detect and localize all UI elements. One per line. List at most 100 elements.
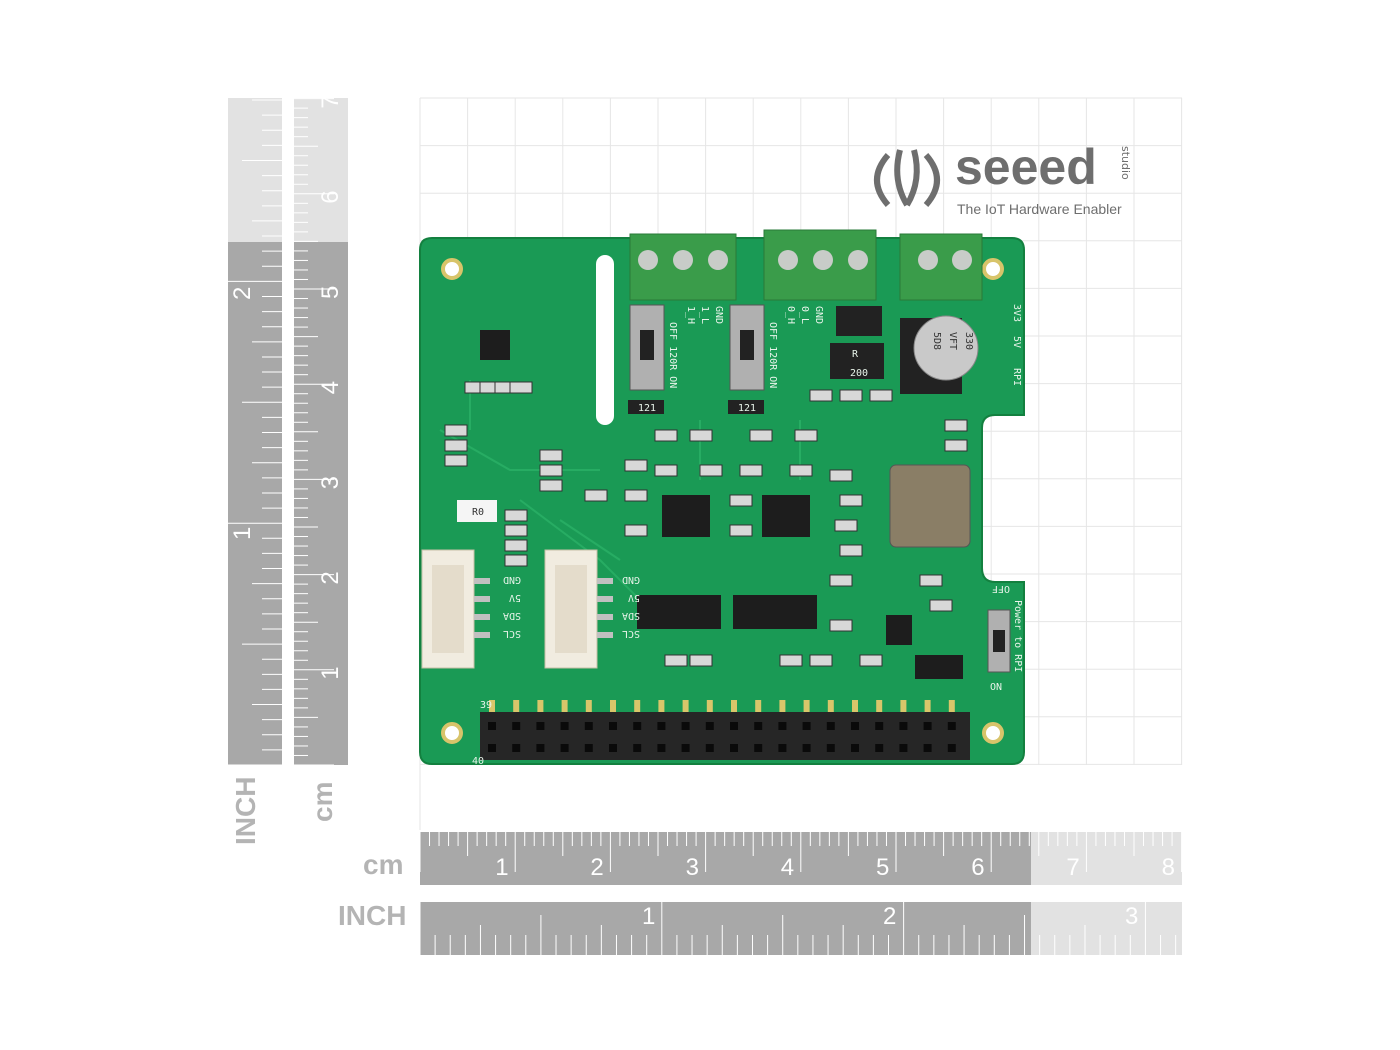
header-pin: [947, 744, 956, 752]
smd-component: [839, 544, 863, 557]
header-pin: [705, 744, 714, 752]
smd-component: [444, 454, 468, 467]
smd-component: [654, 464, 678, 477]
ruler-number: 2: [590, 854, 603, 881]
ruler-number: 2: [317, 571, 344, 584]
header-pin: [633, 722, 642, 730]
header-pin: [802, 744, 811, 752]
silkscreen-label: 5V: [628, 592, 640, 603]
ruler-number: 7: [1066, 854, 1079, 881]
smd-component: [444, 424, 468, 437]
silkscreen-label: SDA: [503, 610, 521, 621]
ruler-number: 1: [642, 903, 655, 930]
smd-component: [839, 389, 863, 402]
smd-component: [504, 524, 528, 537]
silkscreen-label: GND: [503, 574, 521, 585]
smd-component: [539, 449, 563, 462]
smd-component: [829, 574, 853, 587]
bottom-cm-unit-label: cm: [363, 849, 403, 880]
silkscreen-label: 3V3: [1011, 304, 1022, 322]
header-pin: [730, 744, 738, 752]
header-pin: [851, 722, 859, 730]
smd-component: [539, 464, 563, 477]
smd-component: [509, 381, 533, 394]
left-inch-unit-label: INCH: [230, 777, 261, 845]
ruler-number: 2: [229, 287, 256, 300]
power-label: Power to RPI: [1012, 600, 1023, 672]
smd-component: [444, 439, 468, 452]
silkscreen-label: 1_L: [699, 306, 710, 324]
silkscreen-label: 1_H: [685, 306, 696, 324]
ruler-number: 2: [883, 903, 896, 930]
smd-component: [624, 459, 648, 472]
silkscreen-label: GND: [713, 306, 724, 324]
ruler-number: 1: [229, 527, 256, 540]
header-pin: [899, 722, 908, 730]
ruler-number: 3: [1125, 903, 1138, 930]
resistor-code: 121: [738, 403, 756, 414]
header-pin: [609, 744, 617, 752]
left-cm-unit-label: cm: [307, 782, 338, 822]
header-pin: [512, 722, 521, 730]
header-pin: [730, 722, 738, 730]
header-pin: [584, 722, 593, 730]
ruler-number: 6: [317, 190, 344, 203]
header-pin: [512, 744, 521, 752]
r0-label: R0: [472, 507, 484, 518]
power-to-rpi-switch[interactable]: [987, 609, 1011, 673]
header-pin: [609, 722, 617, 730]
silkscreen-label: 0_H: [785, 306, 796, 324]
logo-sub: studio: [1119, 146, 1132, 180]
ruler-number: 3: [686, 854, 699, 881]
smd-component: [809, 389, 833, 402]
smd-component: [689, 654, 713, 667]
header-pin: [536, 722, 545, 730]
header-pin: [754, 744, 763, 752]
switch-label: OFF 120R ON: [667, 322, 678, 388]
smd-component: [869, 389, 893, 402]
resistor-value: 200: [850, 368, 868, 379]
header-pin: [560, 744, 569, 752]
grove-i2c-connector-2[interactable]: [544, 549, 598, 669]
ruler-number: 5: [317, 286, 344, 299]
grove-i2c-connector-1[interactable]: [421, 549, 475, 669]
smd-component: [919, 574, 943, 587]
header-pin: [560, 722, 569, 730]
ruler-number: 1: [495, 854, 508, 881]
smd-component: [829, 469, 853, 482]
logo-brand: seeed: [955, 139, 1097, 195]
header-pin: [584, 744, 593, 752]
silkscreen-label: SCL: [622, 628, 640, 639]
smd-component: [789, 464, 813, 477]
smd-component: [689, 429, 713, 442]
smd-component: [504, 509, 528, 522]
silkscreen-label: SCL: [503, 628, 521, 639]
smd-component: [504, 539, 528, 552]
smd-component: [839, 494, 863, 507]
power-on-label: ON: [990, 682, 1002, 693]
ruler-number: 3: [317, 476, 344, 489]
can1-termination-switch[interactable]: [629, 304, 665, 391]
can0-termination-switch[interactable]: [729, 304, 765, 391]
smd-component: [739, 464, 763, 477]
silkscreen-label: 5V: [509, 592, 521, 603]
header-pin: [657, 722, 666, 730]
header-pin: [875, 744, 884, 752]
header-pin: [633, 744, 642, 752]
header-pin: [826, 722, 835, 730]
header-pin: [851, 744, 859, 752]
ruler-number: 4: [781, 854, 794, 881]
logo-tagline: The IoT Hardware Enabler: [957, 201, 1122, 217]
switch-label: OFF 120R ON: [767, 322, 778, 388]
power-off-label: OFF: [992, 583, 1010, 594]
left-inch-ruler: 1 2: [228, 98, 282, 766]
header-pin: [705, 722, 714, 730]
header-pin: [778, 744, 787, 752]
smd-component: [779, 654, 803, 667]
smd-component: [699, 464, 723, 477]
silkscreen-label: 5V: [1011, 336, 1022, 348]
smd-component: [624, 524, 648, 537]
